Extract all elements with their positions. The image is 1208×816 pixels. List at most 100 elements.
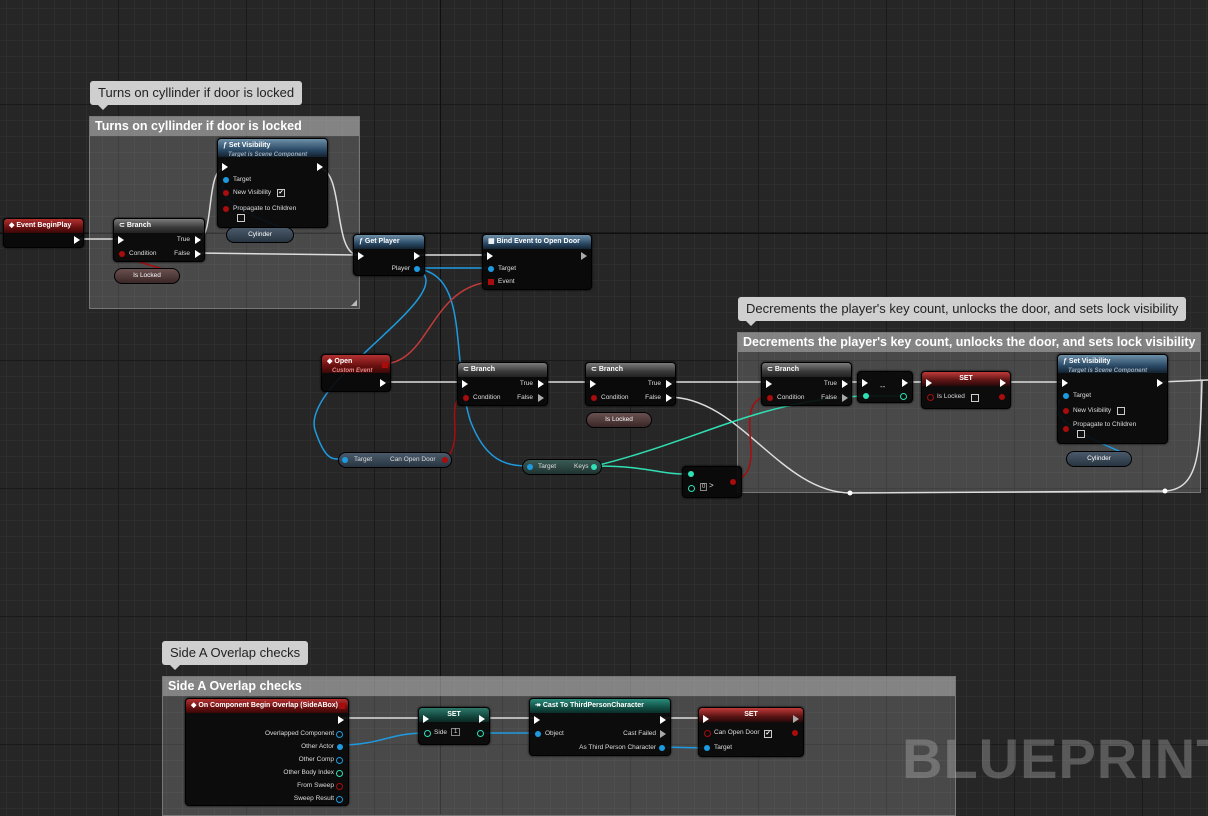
target-pin[interactable] — [704, 745, 710, 751]
condition-pin[interactable] — [767, 395, 773, 401]
keys-pin[interactable] — [591, 464, 597, 470]
target-pin[interactable] — [342, 457, 348, 463]
condition-pin[interactable] — [463, 395, 469, 401]
other-body-index-pin[interactable] — [336, 770, 343, 777]
branch-node[interactable]: ⊂Branch True Condition False — [113, 218, 205, 262]
comment-header[interactable]: Turns on cyllinder if door is locked — [90, 117, 359, 136]
exec-in-pin[interactable] — [534, 716, 540, 724]
side-in-pin[interactable] — [424, 730, 431, 737]
int-out-pin[interactable] — [900, 393, 907, 400]
on-component-begin-overlap-node[interactable]: ◆On Component Begin Overlap (SideABox) O… — [185, 698, 349, 806]
branch-node[interactable]: ⊂Branch True Condition False — [761, 362, 852, 406]
can-open-door-getter[interactable]: Target Can Open Door — [338, 452, 452, 468]
exec-out-pin[interactable] — [74, 236, 80, 244]
exec-out-pin[interactable] — [317, 163, 323, 171]
delegate-pin[interactable] — [382, 362, 388, 368]
event-pin[interactable] — [488, 279, 494, 285]
exec-in-pin[interactable] — [118, 236, 124, 244]
exec-false-pin[interactable] — [842, 394, 848, 402]
side-value-field[interactable]: 1 — [451, 728, 461, 736]
exec-in-pin[interactable] — [926, 379, 932, 387]
exec-in-pin[interactable] — [766, 380, 772, 388]
propagate-pin[interactable] — [223, 206, 229, 212]
event-beginplay-node[interactable]: ◆Event BeginPlay — [3, 218, 84, 248]
exec-in-pin[interactable] — [487, 252, 493, 260]
exec-out-pin[interactable] — [380, 379, 386, 387]
new-visibility-checkbox[interactable] — [1117, 407, 1125, 415]
exec-in-pin[interactable] — [222, 163, 228, 171]
set-can-open-door-node[interactable]: SET Can Open Door ✔ Target — [698, 707, 804, 757]
comment-header[interactable]: Decrements the player's key count, unloc… — [738, 333, 1200, 352]
cast-failed-pin[interactable] — [660, 730, 666, 738]
comment-header[interactable]: Side A Overlap checks — [163, 677, 955, 696]
comment-bubble[interactable]: Side A Overlap checks — [162, 641, 309, 670]
resize-grip-icon[interactable]: ◢ — [350, 298, 357, 307]
side-out-pin[interactable] — [477, 730, 484, 737]
exec-true-pin[interactable] — [195, 236, 201, 244]
exec-in-pin[interactable] — [462, 380, 468, 388]
exec-false-pin[interactable] — [538, 394, 544, 402]
branch-node[interactable]: ⊂Branch True Condition False — [585, 362, 676, 406]
exec-in-pin[interactable] — [358, 252, 364, 260]
target-pin[interactable] — [488, 266, 494, 272]
exec-true-pin[interactable] — [538, 380, 544, 388]
overlapped-component-pin[interactable] — [336, 731, 343, 738]
exec-out-pin[interactable] — [479, 715, 485, 723]
can-open-door-pin[interactable] — [442, 457, 448, 463]
branch-node[interactable]: ⊂Branch True Condition False — [457, 362, 548, 406]
new-visibility-checkbox[interactable]: ✔ — [277, 189, 285, 197]
exec-out-pin[interactable] — [1157, 379, 1163, 387]
is-locked-getter[interactable]: Is Locked — [586, 412, 652, 428]
comment-bubble[interactable]: Decrements the player's key count, unloc… — [738, 297, 1187, 326]
can-open-door-checkbox[interactable]: ✔ — [764, 730, 772, 738]
target-pin[interactable] — [527, 464, 533, 470]
exec-true-pin[interactable] — [666, 380, 672, 388]
cylinder-getter[interactable]: Cylinder — [1066, 451, 1132, 467]
exec-in-pin[interactable] — [703, 715, 709, 723]
exec-in-pin[interactable] — [862, 379, 868, 387]
can-open-door-out-pin[interactable] — [792, 730, 798, 736]
other-actor-pin[interactable] — [337, 744, 343, 750]
greater-than-node[interactable]: 0 > — [682, 466, 742, 498]
is-locked-in-pin[interactable] — [927, 394, 934, 401]
target-pin[interactable] — [1063, 393, 1069, 399]
set-is-locked-node[interactable]: SET Is Locked — [921, 371, 1011, 409]
delegate-pin[interactable] — [339, 703, 345, 709]
from-sweep-pin[interactable] — [336, 783, 343, 790]
exec-in-pin[interactable] — [590, 380, 596, 388]
exec-out-pin[interactable] — [660, 716, 666, 724]
as-third-person-character-pin[interactable] — [659, 745, 665, 751]
exec-false-pin[interactable] — [666, 394, 672, 402]
exec-out-pin[interactable] — [581, 252, 587, 260]
b-pin[interactable] — [688, 485, 695, 492]
int-in-pin[interactable] — [863, 393, 869, 399]
set-side-node[interactable]: SET Side 1 — [418, 707, 490, 745]
exec-false-pin[interactable] — [195, 250, 201, 258]
condition-pin[interactable] — [591, 395, 597, 401]
sweep-result-pin[interactable] — [336, 796, 343, 803]
new-visibility-pin[interactable] — [223, 190, 229, 196]
exec-out-pin[interactable] — [1000, 379, 1006, 387]
exec-out-pin[interactable] — [902, 379, 908, 387]
condition-pin[interactable] — [119, 251, 125, 257]
propagate-checkbox[interactable] — [1077, 430, 1085, 438]
exec-out-pin[interactable] — [793, 715, 799, 723]
cylinder-getter[interactable]: Cylinder — [226, 227, 294, 243]
exec-out-pin[interactable] — [338, 716, 344, 724]
new-visibility-pin[interactable] — [1063, 408, 1069, 414]
object-pin[interactable] — [535, 731, 541, 737]
decrement-node[interactable]: -- — [857, 371, 913, 403]
target-pin[interactable] — [223, 177, 229, 183]
cast-to-third-person-character-node[interactable]: ↠Cast To ThirdPersonCharacter Object Cas… — [529, 698, 671, 756]
comment-bubble[interactable]: Turns on cyllinder if door is locked — [90, 81, 303, 110]
b-value-field[interactable]: 0 — [700, 483, 708, 491]
result-pin[interactable] — [730, 479, 736, 485]
is-locked-checkbox[interactable] — [971, 394, 979, 402]
is-locked-out-pin[interactable] — [999, 394, 1005, 400]
player-pin[interactable] — [414, 266, 420, 272]
is-locked-getter[interactable]: Is Locked — [114, 268, 180, 284]
